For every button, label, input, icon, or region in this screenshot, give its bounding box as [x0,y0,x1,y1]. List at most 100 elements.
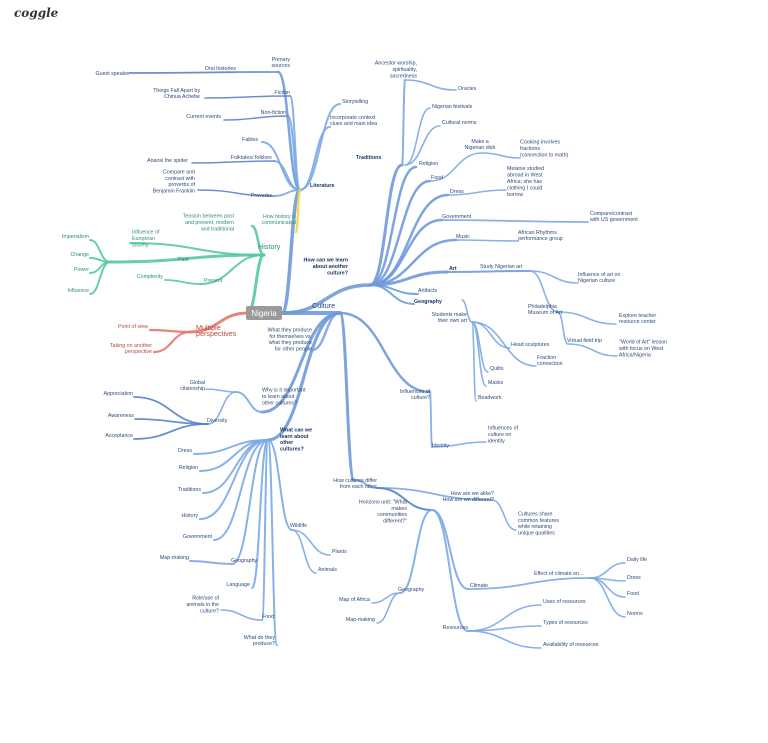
node-norms2[interactable]: Norms [627,611,643,617]
node-daily[interactable]: Daily life [627,557,647,563]
node-anansi[interactable]: Anansi the spider [147,158,188,164]
node-geo2[interactable]: Geography [231,558,258,564]
node-climate[interactable]: Climate [470,583,488,589]
node-pov[interactable]: Point of view [118,324,148,330]
node-identity[interactable]: Identity [432,443,449,449]
node-culture[interactable]: Culture [312,301,335,310]
node-change[interactable]: Change [70,252,89,258]
node-studyart[interactable]: Study Nigerian art [480,264,523,270]
node-geo1[interactable]: Geography [414,299,442,305]
node-awareness[interactable]: Awareness [108,413,134,419]
node-dress3[interactable]: Dress [627,575,641,581]
node-mapafrica[interactable]: Map of Africa [339,597,370,603]
node-festivals[interactable]: Nigerian festivals [432,104,473,110]
coggle-logo[interactable]: coggle [14,6,59,20]
node-diversity[interactable]: Diversity [207,418,228,424]
node-power[interactable]: Power [74,267,89,273]
node-food2[interactable]: Food [262,614,274,620]
node-acceptance[interactable]: Acceptance [105,433,133,439]
node-uses[interactable]: Uses of resources [543,599,586,605]
node-resources[interactable]: Resources [443,625,469,631]
node-dress2[interactable]: Dress [178,448,192,454]
node-folk[interactable]: Folktales/ folklore [231,155,272,161]
node-artifacts[interactable]: Artifacts [418,288,437,294]
node-head[interactable]: Head sculptures [511,342,550,348]
node-present[interactable]: Present [204,278,223,284]
node-plants[interactable]: Plants [332,549,347,555]
node-wildlife[interactable]: Wildlife [290,523,307,529]
node-story[interactable]: Storytelling [342,99,368,105]
node-effect[interactable]: Effect of climate on... [534,571,583,577]
node-proverbs[interactable]: Proverbs [251,193,273,199]
node-religion[interactable]: Religion [419,161,438,167]
node-appreciation[interactable]: Appreciation [104,391,133,397]
node-history2[interactable]: History [182,513,199,519]
node-mapmaking[interactable]: Map-making [160,555,189,561]
node-past[interactable]: Past [178,257,189,263]
node-dress[interactable]: Dress [450,189,464,195]
node-food3[interactable]: Food [627,591,639,597]
node-quilts[interactable]: Quilts [490,366,504,372]
node-oracles[interactable]: Oracles [458,86,477,92]
node-lit[interactable]: Literature [310,183,334,189]
node-avail[interactable]: Availability of resources [543,642,599,648]
node-fables[interactable]: Fables [242,137,258,143]
node-language[interactable]: Language [226,582,250,588]
node-guest[interactable]: Guest speaker [96,71,131,77]
node-masks[interactable]: Masks [488,380,504,386]
node-current[interactable]: Current events [186,114,221,120]
node-traditions2[interactable]: Traditions [178,487,201,493]
node-music[interactable]: Music [456,234,470,240]
node-nonfic[interactable]: Non-fiction [261,110,286,116]
node-gov2[interactable]: Government [183,534,213,540]
node-fiction[interactable]: Fiction [274,90,290,96]
node-beadwork[interactable]: Beadwork [478,395,502,401]
node-howalike[interactable]: How are we alike?How are we different? [443,491,494,503]
node-traditions[interactable]: Traditions [356,155,381,161]
node-history[interactable]: History [258,242,281,251]
node-geo3[interactable]: Geography [398,587,425,593]
root-node-box[interactable] [246,306,282,320]
node-religion2[interactable]: Religion [179,465,198,471]
node-norms[interactable]: Cultural norms [442,120,477,126]
node-mapmaking2[interactable]: Map-making [346,617,375,623]
node-imperialism[interactable]: Imperialism [62,234,90,240]
node-art[interactable]: Art [449,266,457,272]
node-complexity[interactable]: Complexity [137,274,164,280]
node-types[interactable]: Types of resources [543,620,588,626]
root-node[interactable]: Nigeria [246,306,282,320]
node-influence[interactable]: Influence [68,288,90,294]
node-oral[interactable]: Oral histories [205,66,237,72]
node-vft[interactable]: Virtual field trip [567,338,602,344]
node-ancestor[interactable]: Ancestor worship,spirituality,sacredness [375,61,417,80]
